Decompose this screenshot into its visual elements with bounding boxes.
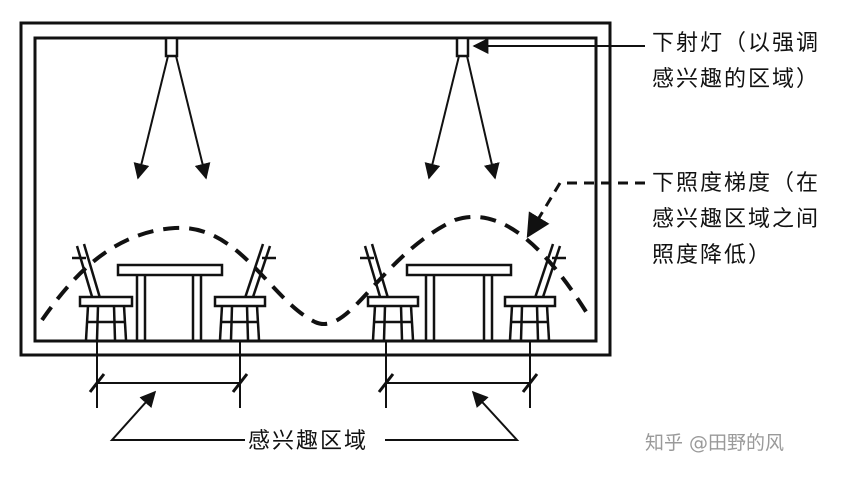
zone-leader-right (385, 390, 520, 441)
chair (503, 243, 566, 341)
gradient-label: 下照度梯度（在 感兴趣区域之间 照度降低） (652, 166, 820, 274)
downlight-label-line-2: 感兴趣的区域） (652, 67, 821, 92)
gradient-leader (526, 181, 645, 239)
table-set-right (360, 243, 566, 341)
table (116, 263, 224, 340)
table-set-left (72, 243, 276, 341)
chair (72, 243, 134, 341)
downlight-label: 下射灯（以强调 感兴趣的区域） (652, 26, 820, 98)
chair (213, 243, 276, 341)
room-outer-frame (19, 21, 612, 357)
chair (360, 243, 420, 341)
downlight-label-line-1: 下射灯（以强调 (652, 31, 821, 56)
room-inner-frame (33, 36, 598, 343)
watermark: 知乎 @田野的风 (645, 432, 785, 454)
gradient-label-line-3: 照度降低） (652, 243, 773, 268)
downlight-left (133, 36, 211, 180)
zone-dimension-left (88, 340, 249, 408)
illuminance-gradient-curve (40, 214, 592, 326)
zone-dimension-right (377, 340, 539, 408)
gradient-label-line-1: 下照度梯度（在 (652, 171, 821, 196)
zone-leader-left (109, 390, 245, 441)
zone-label: 感兴趣区域 (248, 429, 369, 454)
gradient-label-line-2: 感兴趣区域之间 (652, 207, 821, 232)
table (405, 263, 513, 340)
downlight-right (424, 36, 500, 180)
